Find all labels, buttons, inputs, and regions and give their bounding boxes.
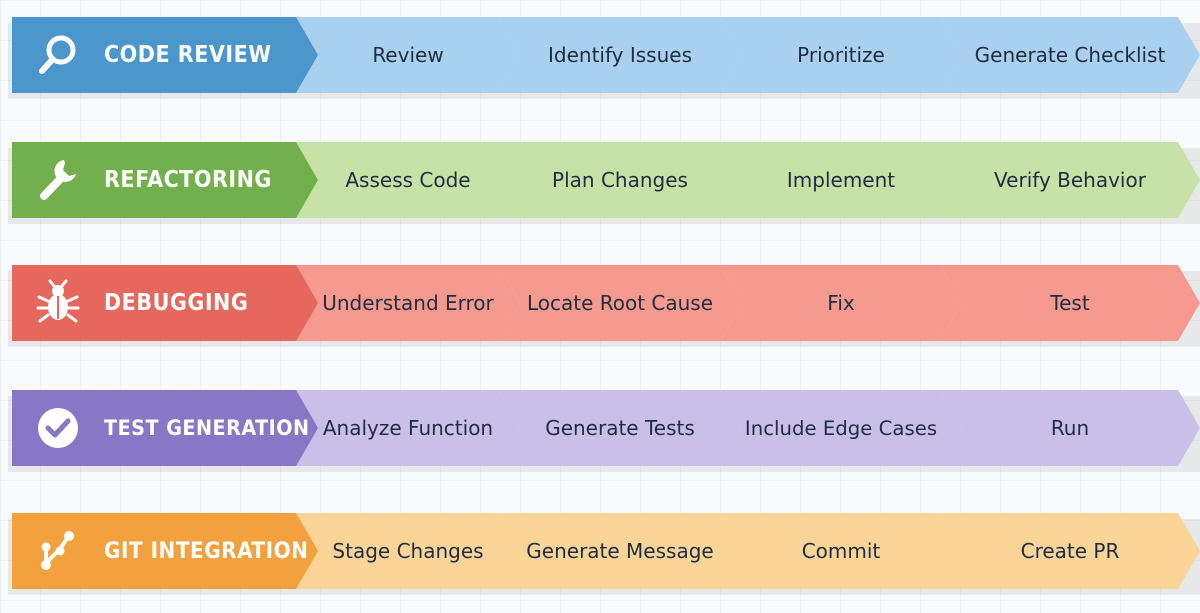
step-label: Test — [1050, 291, 1090, 315]
step-verify-behavior: Verify Behavior — [940, 142, 1200, 218]
step-test: Test — [940, 265, 1200, 341]
workflow-title: GIT INTEGRATION — [104, 538, 309, 564]
step-include-edge-cases: Include Edge Cases — [720, 390, 962, 466]
step-create-pr: Create PR — [940, 513, 1200, 589]
workflow-row-debugging: DEBUGGING Understand Error Locate Root C… — [0, 265, 1200, 347]
workflow-title: DEBUGGING — [104, 290, 249, 316]
check-circle-icon — [34, 404, 82, 452]
step-review: Review — [296, 17, 520, 93]
workflow-header-git-integration: GIT INTEGRATION — [12, 513, 318, 589]
step-run: Run — [940, 390, 1200, 466]
git-branch-icon — [34, 527, 82, 575]
step-label: Identify Issues — [548, 43, 692, 67]
step-label: Fix — [827, 291, 855, 315]
step-assess-code: Assess Code — [296, 142, 520, 218]
workflow-row-git-integration: GIT INTEGRATION Stage Changes Generate M… — [0, 513, 1200, 595]
workflow-title: CODE REVIEW — [104, 42, 272, 68]
step-stage-changes: Stage Changes — [296, 513, 520, 589]
step-label: Assess Code — [345, 168, 471, 192]
step-generate-checklist: Generate Checklist — [940, 17, 1200, 93]
workflow-row-refactoring: REFACTORING Assess Code Plan Changes Imp… — [0, 142, 1200, 224]
step-plan-changes: Plan Changes — [498, 142, 742, 218]
step-generate-tests: Generate Tests — [498, 390, 742, 466]
step-prioritize: Prioritize — [720, 17, 962, 93]
step-locate-root-cause: Locate Root Cause — [498, 265, 742, 341]
bug-icon — [34, 279, 82, 327]
step-label: Generate Checklist — [974, 43, 1166, 67]
workflow-header-debugging: DEBUGGING — [12, 265, 318, 341]
workflow-header-refactoring: REFACTORING — [12, 142, 318, 218]
step-label: Review — [372, 43, 444, 67]
step-label: Generate Tests — [545, 416, 695, 440]
workflow-header-code-review: CODE REVIEW — [12, 17, 318, 93]
step-generate-message: Generate Message — [498, 513, 742, 589]
step-label: Implement — [786, 168, 896, 192]
step-label: Verify Behavior — [994, 168, 1146, 192]
step-label: Prioritize — [797, 43, 885, 67]
workflow-title: TEST GENERATION — [104, 415, 310, 441]
step-understand-error: Understand Error — [296, 265, 520, 341]
step-identify-issues: Identify Issues — [498, 17, 742, 93]
step-analyze-function: Analyze Function — [296, 390, 520, 466]
step-label: Understand Error — [322, 291, 494, 315]
workflow-row-test-generation: TEST GENERATION Analyze Function Generat… — [0, 390, 1200, 472]
step-label: Create PR — [1020, 539, 1120, 563]
workflow-row-code-review: CODE REVIEW Review Identify Issues Prior… — [0, 17, 1200, 99]
step-fix: Fix — [720, 265, 962, 341]
step-label: Run — [1050, 416, 1090, 440]
step-commit: Commit — [720, 513, 962, 589]
step-label: Commit — [801, 539, 881, 563]
step-label: Stage Changes — [332, 539, 484, 563]
wrench-icon — [34, 156, 82, 204]
step-label: Locate Root Cause — [526, 291, 714, 315]
step-implement: Implement — [720, 142, 962, 218]
step-label: Plan Changes — [552, 168, 688, 192]
step-label: Generate Message — [526, 539, 714, 563]
workflow-header-test-generation: TEST GENERATION — [12, 390, 318, 466]
workflow-title: REFACTORING — [104, 167, 272, 193]
step-label: Include Edge Cases — [744, 416, 938, 440]
search-icon — [34, 31, 82, 79]
step-label: Analyze Function — [322, 416, 494, 440]
